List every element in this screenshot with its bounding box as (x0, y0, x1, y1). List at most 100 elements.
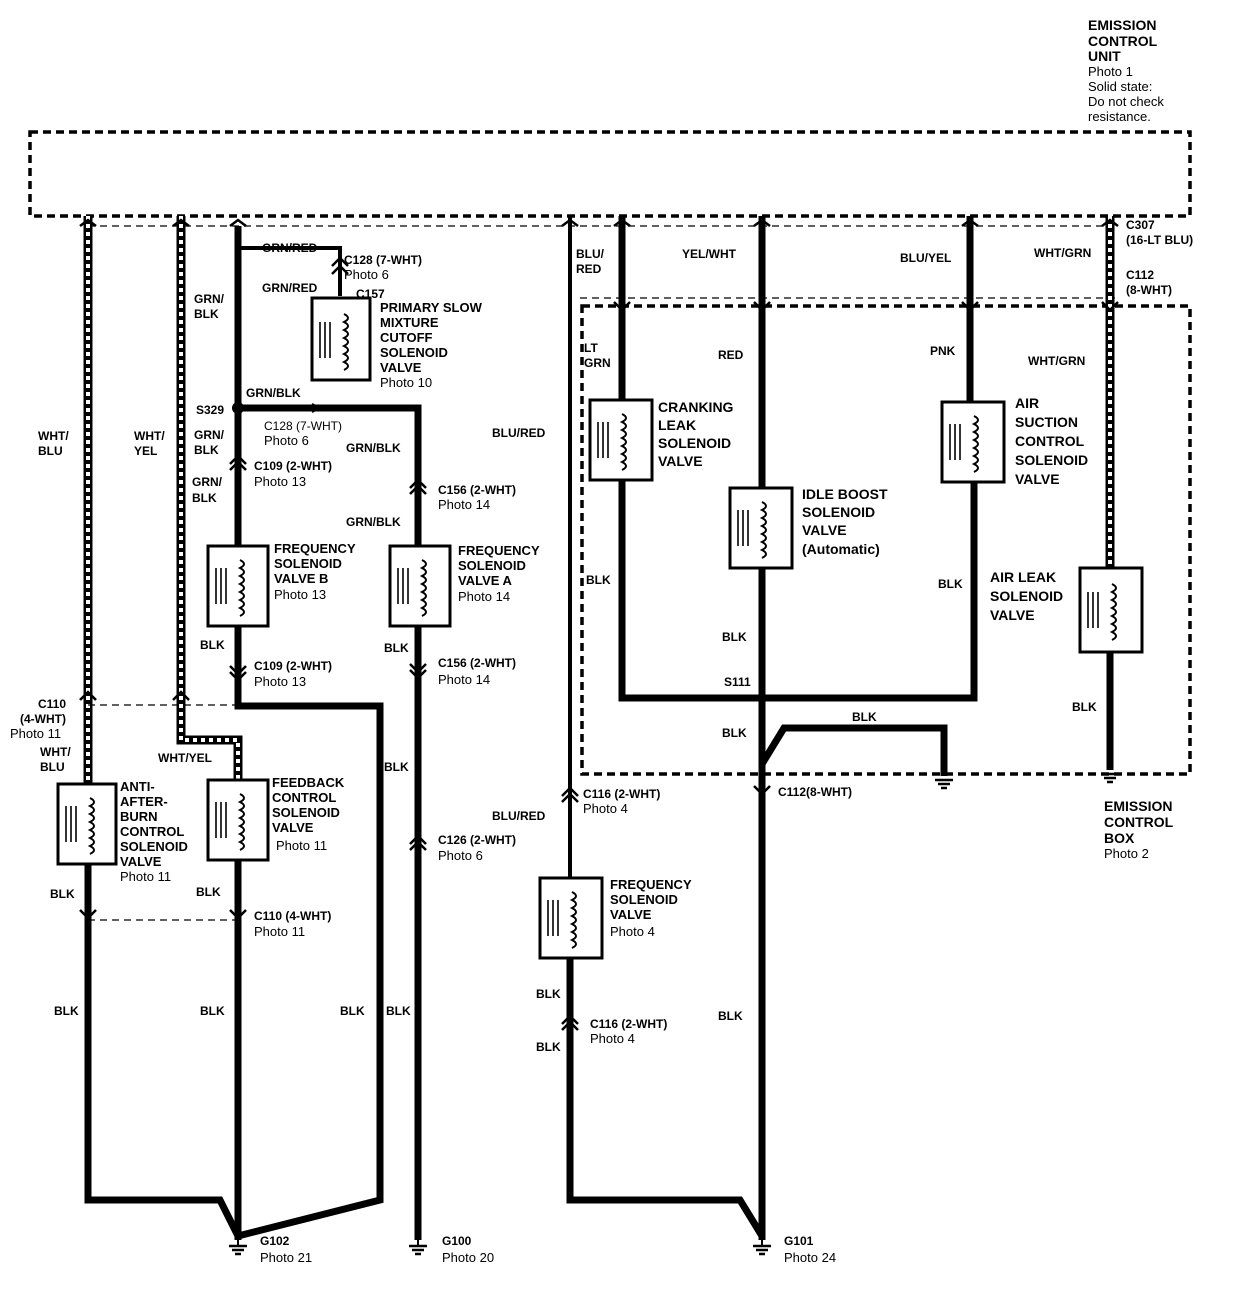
label-freq-b: FREQUENCY SOLENOID VALVE B Photo 13 (274, 541, 356, 602)
label-c116a-photo: Photo 4 (583, 801, 628, 816)
ecu-note-1: Solid state: (1088, 79, 1152, 94)
label-c110b-photo: Photo 11 (254, 924, 305, 939)
svg-text:EMISSION: EMISSION (1104, 798, 1172, 814)
svg-text:SUCTION: SUCTION (1015, 414, 1078, 430)
svg-text:BLK: BLK (718, 1009, 743, 1023)
svg-text:WHT/GRN: WHT/GRN (1034, 246, 1091, 260)
emission-control-unit-box (28, 130, 1192, 218)
label-c128a: C128 (7-WHT) (344, 253, 422, 267)
label-freq-a: FREQUENCY SOLENOID VALVE A Photo 14 (458, 543, 540, 604)
frequency-solenoid-valve-a (388, 544, 452, 628)
label-c116a: C116 (2-WHT) (583, 787, 660, 801)
svg-text:WHT/YEL: WHT/YEL (158, 751, 212, 765)
svg-text:CONTROL: CONTROL (1015, 433, 1085, 449)
frequency-solenoid-valve-b (206, 544, 270, 628)
svg-text:BLK: BLK (340, 1004, 365, 1018)
svg-text:CONTROL: CONTROL (120, 824, 184, 839)
svg-text:RED: RED (718, 348, 744, 362)
label-idle-boost: IDLE BOOST SOLENOID VALVE (Automatic) (802, 486, 888, 557)
air-suction-control-valve (940, 400, 1006, 484)
ground-box-1 (933, 778, 955, 790)
label-anti-afterburn: ANTI- AFTER- BURN CONTROL SOLENOID VALVE… (120, 779, 188, 884)
label-c156a-photo: Photo 14 (438, 497, 490, 512)
label-c126: C126 (2-WHT) (438, 833, 516, 847)
svg-text:BLU: BLU (38, 444, 63, 458)
label-s111: S111 (724, 675, 751, 689)
svg-text:SOLENOID: SOLENOID (990, 588, 1063, 604)
frequency-solenoid-valve-4 (538, 876, 604, 960)
svg-text:SOLENOID: SOLENOID (274, 556, 342, 571)
svg-text:BLK: BLK (536, 1040, 561, 1054)
svg-text:YEL: YEL (134, 444, 157, 458)
svg-text:GRN/: GRN/ (194, 292, 225, 306)
svg-text:VALVE: VALVE (120, 854, 162, 869)
svg-text:AFTER-: AFTER- (120, 794, 168, 809)
label-g101: G101 (784, 1234, 814, 1248)
wire-blk-freq-4 (566, 958, 765, 1238)
svg-text:AIR LEAK: AIR LEAK (990, 569, 1056, 585)
wire-blk-branch (759, 724, 948, 776)
label-c157: C157 (356, 287, 385, 301)
svg-text:SOLENOID: SOLENOID (458, 558, 526, 573)
label-air-suction: AIR SUCTION CONTROL SOLENOID VALVE (1015, 395, 1088, 487)
svg-text:BLK: BLK (200, 1004, 225, 1018)
svg-text:VALVE A: VALVE A (458, 573, 513, 588)
svg-text:GRN/: GRN/ (194, 428, 225, 442)
label-c112b: C112(8-WHT) (778, 785, 852, 799)
label-g102-photo: Photo 21 (260, 1250, 312, 1265)
svg-text:GRN/BLK: GRN/BLK (346, 515, 401, 529)
wire-blk-anti-after (84, 862, 242, 1238)
svg-text:GRN/RED: GRN/RED (262, 241, 318, 255)
label-c126-photo: Photo 6 (438, 848, 483, 863)
svg-text:VALVE: VALVE (990, 607, 1035, 623)
label-air-leak: AIR LEAK SOLENOID VALVE (990, 569, 1063, 623)
label-c112a: C112 (1126, 268, 1154, 282)
label-c110a-type: (4-WHT) (20, 712, 66, 726)
svg-text:BLK: BLK (586, 573, 611, 587)
svg-text:BLK: BLK (938, 577, 963, 591)
label-c156b-photo: Photo 14 (438, 672, 490, 687)
label-c307-type: (16-LT BLU) (1126, 233, 1193, 247)
svg-text:MIXTURE: MIXTURE (380, 315, 439, 330)
svg-text:FREQUENCY: FREQUENCY (274, 541, 356, 556)
svg-text:WHT/GRN: WHT/GRN (1028, 354, 1085, 368)
svg-text:YEL/WHT: YEL/WHT (682, 247, 737, 261)
svg-text:BLK: BLK (192, 491, 217, 505)
label-c110a: C110 (38, 697, 66, 711)
svg-text:FEEDBACK: FEEDBACK (272, 775, 345, 790)
svg-text:VALVE: VALVE (272, 820, 314, 835)
svg-text:IDLE BOOST: IDLE BOOST (802, 486, 888, 502)
svg-text:BOX: BOX (1104, 830, 1135, 846)
label-c116b: C116 (2-WHT) (590, 1017, 667, 1031)
label-c109a-photo: Photo 13 (254, 474, 306, 489)
svg-text:BLK: BLK (722, 726, 747, 740)
svg-text:BLK: BLK (536, 987, 561, 1001)
label-c109b: C109 (2-WHT) (254, 659, 332, 673)
svg-text:SOLENOID: SOLENOID (1015, 452, 1088, 468)
svg-text:Photo 13: Photo 13 (274, 587, 326, 602)
svg-text:BLK: BLK (196, 885, 221, 899)
svg-text:GRN: GRN (584, 356, 611, 370)
svg-text:CONTROL: CONTROL (272, 790, 336, 805)
svg-text:VALVE: VALVE (1015, 471, 1060, 487)
svg-text:SOLENOID: SOLENOID (610, 892, 678, 907)
svg-text:FREQUENCY: FREQUENCY (458, 543, 540, 558)
label-feedback: FEEDBACK CONTROL SOLENOID VALVE Photo 11 (272, 775, 345, 853)
svg-text:BURN: BURN (120, 809, 158, 824)
svg-text:ANTI-: ANTI- (120, 779, 155, 794)
svg-text:VALVE B: VALVE B (274, 571, 328, 586)
emission-control-box (580, 304, 1192, 776)
svg-text:BLK: BLK (200, 638, 225, 652)
ecu-note-2: Do not check (1088, 94, 1164, 109)
svg-text:BLU/RED: BLU/RED (492, 809, 546, 823)
ecu-title-3: UNIT (1088, 48, 1121, 64)
ecu-label: EMISSION CONTROL UNIT Photo 1 Solid stat… (1088, 17, 1164, 124)
svg-text:VALVE: VALVE (658, 453, 703, 469)
label-freq-4: FREQUENCY SOLENOID VALVE Photo 4 (610, 877, 692, 939)
label-c112a-type: (8-WHT) (1126, 283, 1172, 297)
wire-grn-red (238, 246, 342, 296)
svg-text:BLK: BLK (194, 307, 219, 321)
ecu-title-1: EMISSION (1088, 17, 1156, 33)
svg-text:CONTROL: CONTROL (1104, 814, 1174, 830)
svg-text:BLK: BLK (50, 887, 75, 901)
